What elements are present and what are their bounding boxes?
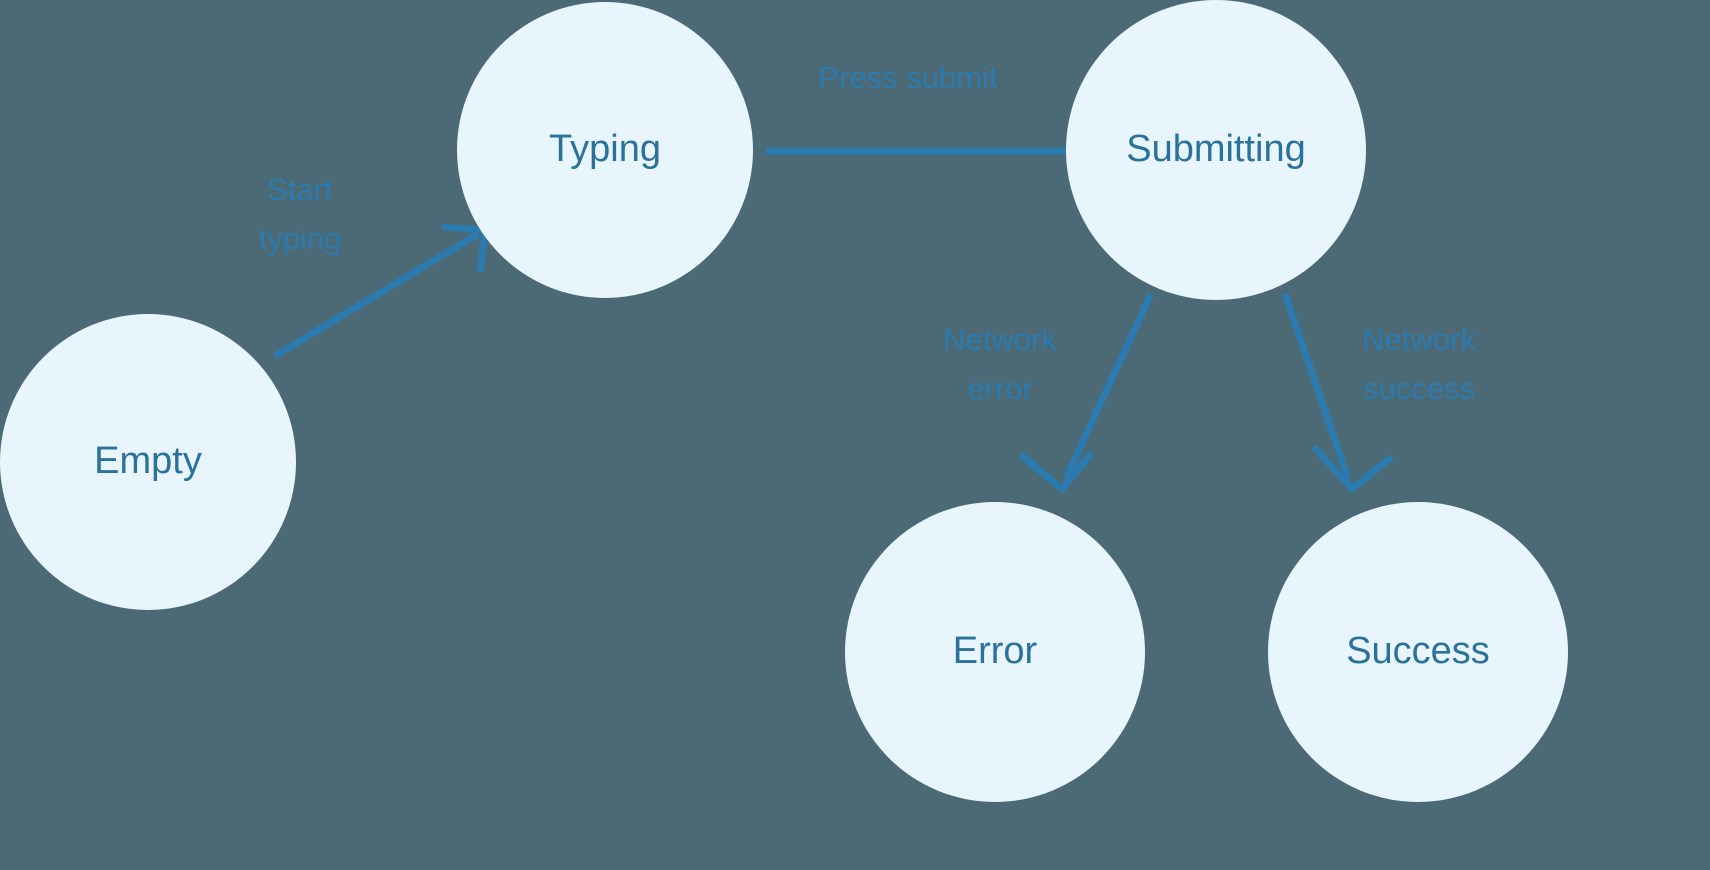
state-node-error[interactable]: Error — [845, 502, 1145, 802]
arrowhead-submitting-to-success — [1311, 444, 1395, 494]
arrowhead-submitting-to-error — [1018, 450, 1095, 494]
state-node-submitting-label: Submitting — [1126, 128, 1306, 170]
state-node-typing-circle[interactable] — [457, 2, 753, 298]
edge-empty-to-typing: Start typing — [259, 172, 489, 359]
edge-label-network-error-line-1: Network — [943, 322, 1057, 357]
edge-submitting-to-error: Network error — [943, 292, 1155, 494]
state-node-empty-label: Empty — [94, 440, 202, 482]
edge-label-network-success-line-1: Network — [1362, 322, 1476, 357]
edge-label-network-error-line-2: error — [967, 371, 1032, 406]
edge-submitting-to-success: Network success — [1281, 292, 1476, 494]
state-node-empty-circle[interactable] — [0, 314, 296, 610]
state-node-submitting[interactable]: Submitting — [1066, 0, 1366, 300]
state-node-submitting-circle[interactable] — [1066, 0, 1366, 300]
state-node-success-circle[interactable] — [1268, 502, 1568, 802]
state-node-typing-label: Typing — [549, 128, 661, 170]
edge-label-start-typing-line-1: Start — [267, 172, 333, 207]
edge-label-start-typing-line-2: typing — [259, 221, 342, 256]
state-node-success[interactable]: Success — [1268, 502, 1568, 802]
edge-label-press-submit: Press submit — [818, 60, 998, 95]
edge-line-submitting-to-error — [1062, 292, 1155, 480]
state-node-empty[interactable]: Empty — [0, 314, 296, 610]
edge-line-empty-to-typing — [273, 231, 480, 359]
edge-line-submitting-to-success — [1281, 292, 1352, 480]
state-node-error-circle[interactable] — [845, 502, 1145, 802]
edge-label-network-success-line-2: success — [1363, 371, 1475, 406]
state-node-error-label: Error — [953, 630, 1038, 672]
state-node-typing[interactable]: Typing — [457, 2, 753, 298]
state-node-success-label: Success — [1346, 630, 1490, 672]
